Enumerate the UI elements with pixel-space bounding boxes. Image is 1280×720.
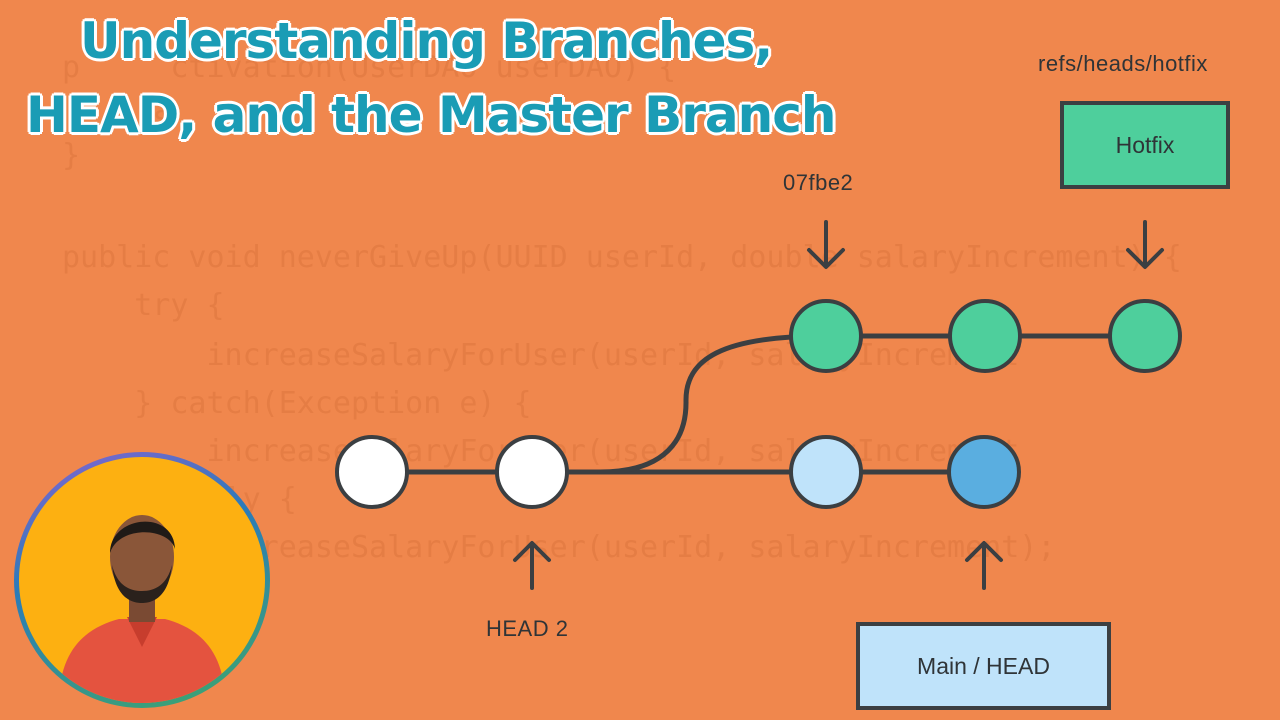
title-line-1: Understanding Branches, [80,12,773,70]
title-line-2: HEAD, and the Master Branch [26,86,836,144]
hotfix-ref-label: refs/heads/hotfix [1038,51,1208,76]
code-line: s [62,100,171,135]
commit-node-3 [789,435,863,509]
commit-hash-label: 07fbe2 [783,170,854,195]
code-line: } [62,138,81,173]
code-line: increaseSalaryForUser(userId, salaryIncr… [62,338,1020,373]
code-line: public void neverGiveUp(UUID userId, dou… [62,240,1182,275]
arrow-down-icon [807,220,845,269]
arrow-up-icon [513,541,551,590]
head2-label: HEAD 2 [486,616,569,641]
commit-node-2 [495,435,569,509]
arrow-up-icon [965,541,1003,590]
branch-commit-node-1 [789,299,863,373]
code-line: p ctivation(UserDAO userDAO) { [62,50,677,85]
code-line: increaseSalaryForUser(userId, salaryIncr… [62,530,1056,565]
branch-commit-node-2 [948,299,1022,373]
hotfix-branch-box: Hotfix [1060,101,1230,189]
presenter-avatar-icon [59,515,225,703]
presenter-avatar [14,452,270,708]
hotfix-commit-node [1108,299,1182,373]
main-head-box: Main / HEAD [856,622,1111,710]
code-line: try { [62,288,225,323]
head-commit-node [947,435,1021,509]
arrow-down-icon [1126,220,1164,269]
commit-node-1 [335,435,409,509]
branch-curve [597,333,829,475]
code-line: } catch(Exception e) { [62,386,532,421]
